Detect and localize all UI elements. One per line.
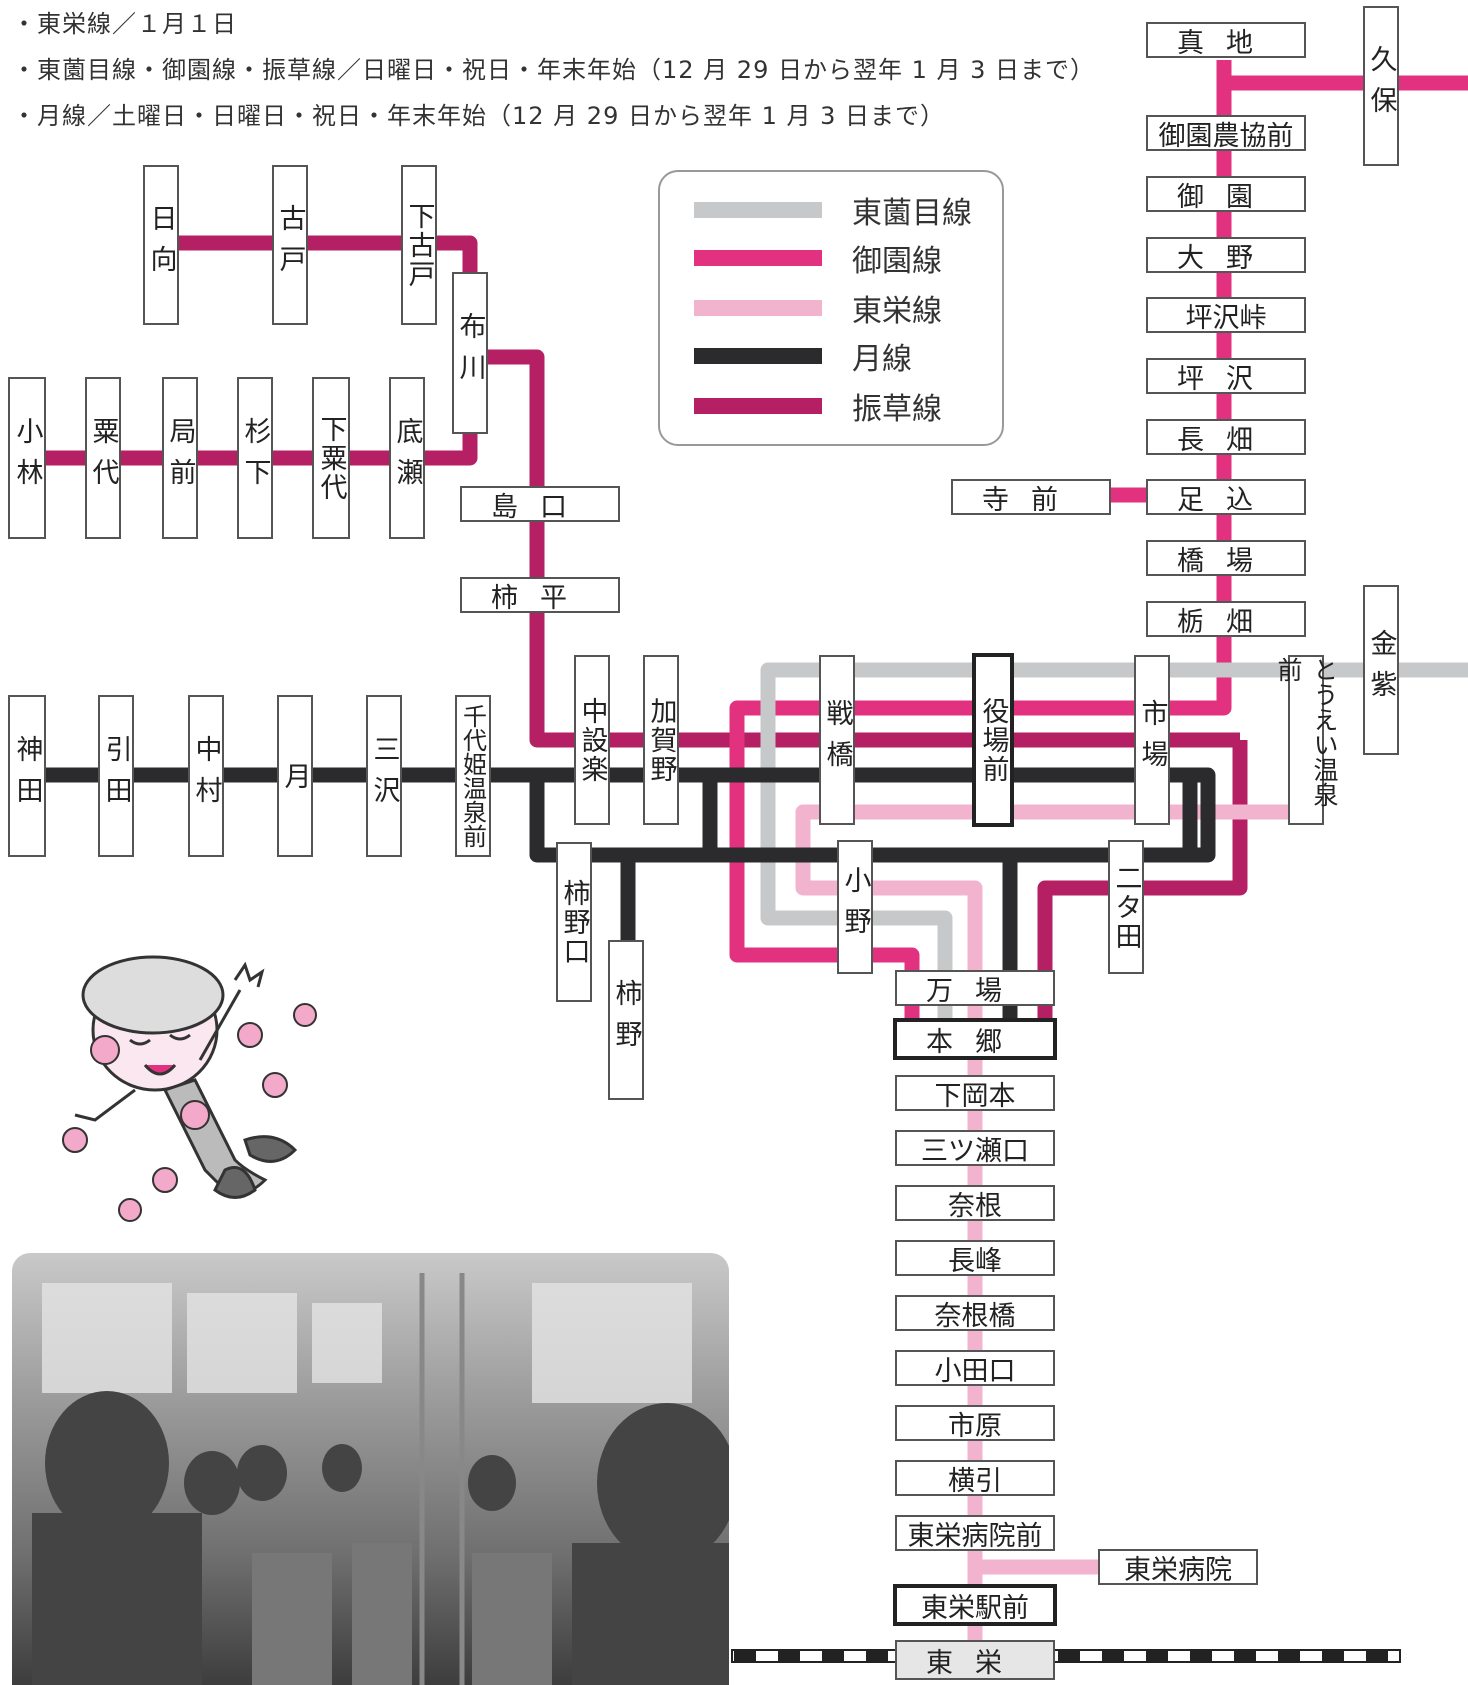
legend-swatch-furikusa [694,398,822,414]
station-ichihara[interactable]: 市原 [895,1405,1055,1441]
station-futatsuda[interactable]: 二タ田 [1108,840,1144,974]
legend-swatch-misono [694,250,822,266]
station-tsubosawa-toge[interactable]: 坪沢峠 [1146,297,1306,333]
station-manba[interactable]: 万場 [895,970,1055,1006]
station-nakamura[interactable]: 中村 [188,695,224,857]
station-ekimae[interactable]: 東栄駅前 [893,1584,1057,1626]
station-kakinoguchi[interactable]: 柿野口 [556,842,592,1002]
station-kaneshi[interactable]: 金紫 [1363,585,1399,755]
legend-label-toei: 東栄線 [852,286,942,330]
station-ono-2[interactable]: 大野 [1146,237,1306,273]
station-shimaguchi[interactable]: 島口 [460,486,620,522]
station-majii[interactable]: 真地 [1146,22,1306,58]
legend-label-higashisonome: 東薗目線 [852,188,972,232]
station-yakubamae[interactable]: 役場前 [972,653,1014,827]
station-hongo[interactable]: 本郷 [893,1018,1057,1060]
station-sugishita[interactable]: 杉下 [237,377,273,539]
station-mitsuseguchi[interactable]: 三ツ瀬口 [895,1130,1055,1166]
station-terasaki[interactable]: 寺前 [951,479,1111,515]
station-kubo[interactable]: 久保 [1363,6,1399,166]
station-nunokawa[interactable]: 布川 [452,272,488,434]
station-byoinmae[interactable]: 東栄病院前 [895,1515,1055,1551]
station-kanda[interactable]: 神田 [8,695,46,857]
station-byoin[interactable]: 東栄病院 [1098,1549,1258,1585]
station-shimoawashiro[interactable]: 下粟代 [312,377,350,539]
bus-interior-photo [12,1253,729,1685]
station-kakidaira[interactable]: 柿平 [460,577,620,613]
service-note-1: ・東栄線／１月１日 [12,4,237,39]
station-nagamine[interactable]: 長峰 [895,1240,1055,1276]
legend-label-tsuki: 月線 [852,334,912,378]
station-shimofuruto[interactable]: 下古戸 [401,165,437,325]
legend-label-misono: 御園線 [852,236,942,280]
station-kobayashi[interactable]: 小林 [8,377,46,539]
station-nagahata[interactable]: 長畑 [1146,419,1306,455]
station-toei[interactable]: 東栄 [895,1640,1055,1680]
station-furuto[interactable]: 古戸 [272,165,308,325]
line-legend: 東薗目線 御園線 東栄線 月線 振草線 [658,170,1004,446]
station-ashigome[interactable]: 足込 [1146,479,1306,515]
station-toei-onsen[interactable]: とうえい温泉前 [1288,655,1324,825]
station-sokose[interactable]: 底瀬 [389,377,425,539]
station-chiyohime[interactable]: 千代姫温泉前 [455,695,491,857]
station-tochihata[interactable]: 栃畑 [1146,601,1306,637]
station-sembashi[interactable]: 戦橋 [819,655,855,825]
station-awashiro[interactable]: 粟代 [85,377,121,539]
legend-label-furikusa: 振草線 [852,384,942,428]
service-note-3: ・月線／土曜日・日曜日・祝日・年末年始（12 月 29 日から翌年 1 月 3 … [12,96,945,131]
station-yokobiki[interactable]: 横引 [895,1460,1055,1496]
station-misono-nokyo[interactable]: 御園農協前 [1146,115,1306,151]
station-tsuki[interactable]: 月 [277,695,313,857]
legend-swatch-toei [694,300,822,316]
station-ichiba[interactable]: 市場 [1134,655,1170,825]
service-note-2: ・東薗目線・御園線・振草線／日曜日・祝日・年末年始（12 月 29 日から翌年 … [12,50,1095,85]
station-tsubonemae[interactable]: 局前 [162,377,198,539]
station-kagano[interactable]: 加賀野 [643,655,679,825]
station-hikida[interactable]: 引田 [98,695,134,857]
station-misono[interactable]: 御園 [1146,176,1306,212]
station-nanebashi[interactable]: 奈根橋 [895,1295,1055,1331]
station-ono[interactable]: 小野 [837,840,873,974]
mascot-illustration [35,940,355,1230]
legend-swatch-tsuki [694,348,822,364]
station-nane[interactable]: 奈根 [895,1185,1055,1221]
station-misawa[interactable]: 三沢 [366,695,402,857]
station-hinata[interactable]: 日向 [143,165,179,325]
legend-swatch-higashisonome [694,202,822,218]
station-shimookamoto[interactable]: 下岡本 [895,1075,1055,1111]
station-odaguchi[interactable]: 小田口 [895,1350,1055,1386]
station-tsubosawa[interactable]: 坪沢 [1146,358,1306,394]
station-hashiba[interactable]: 橋場 [1146,540,1306,576]
station-nakashitara[interactable]: 中設楽 [574,655,610,825]
station-kakino[interactable]: 柿野 [608,940,644,1100]
railway-line [732,1650,1400,1662]
